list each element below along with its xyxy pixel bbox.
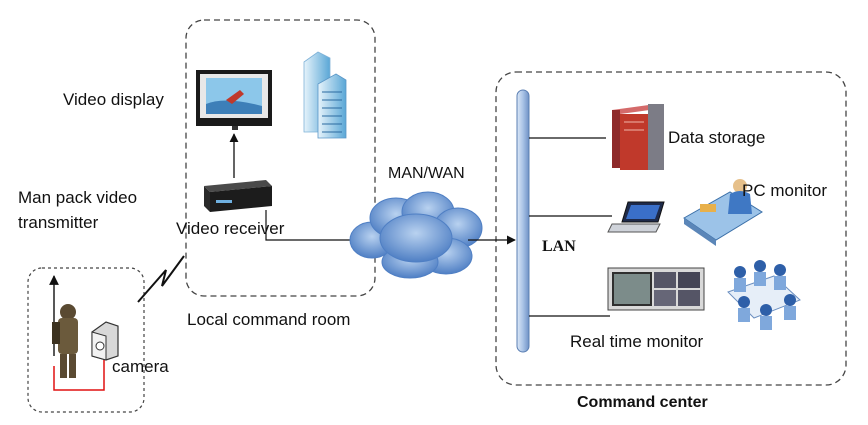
video-display-icon	[196, 70, 272, 130]
soldier-icon	[49, 275, 78, 378]
label-video-receiver: Video receiver	[176, 219, 285, 238]
video-wall-icon	[607, 267, 705, 311]
man-pack-box	[27, 267, 145, 413]
building-icon	[303, 51, 347, 139]
local-command-room-box	[185, 19, 376, 297]
label-man-pack-line2: transmitter	[18, 213, 99, 232]
label-local-command-room: Local command room	[187, 310, 351, 329]
label-man-wan: MAN/WAN	[388, 165, 465, 182]
label-camera: camera	[112, 357, 169, 376]
operator-desk-icon	[683, 179, 763, 246]
data-storage-icon	[612, 104, 664, 170]
camera-icon	[91, 321, 119, 361]
label-lan: LAN	[542, 238, 576, 255]
label-man-pack-line1: Man pack video	[18, 188, 138, 207]
label-pc-monitor: PC monitor	[742, 181, 828, 200]
label-data-storage: Data storage	[668, 128, 766, 147]
video-receiver-icon	[204, 180, 272, 212]
camera-cable	[53, 360, 105, 391]
label-real-time-monitor: Real time monitor	[570, 332, 704, 351]
laptop-icon	[607, 201, 665, 233]
receiver-link	[265, 210, 360, 241]
cloud-icon	[349, 191, 483, 279]
label-video-display: Video display	[63, 90, 164, 109]
command-center-box	[495, 71, 847, 386]
wireless-link-icon	[137, 255, 185, 303]
label-command-center: Command center	[577, 394, 708, 411]
lan-backbone	[516, 89, 530, 353]
meeting-icon	[727, 260, 801, 330]
